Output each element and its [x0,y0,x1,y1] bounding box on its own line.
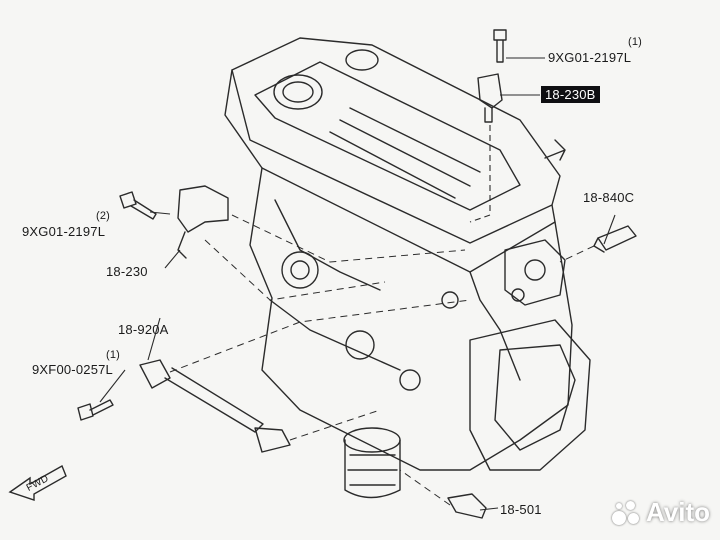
timing-cover [469,319,591,471]
head-cover [231,37,561,244]
oil-sensor-part [447,493,487,519]
bolt-left-part [119,191,157,220]
thermostat-housing [504,239,566,306]
cam-sensor-part [477,73,503,109]
bolt-left-qty: (2) [96,210,111,222]
bolt-top-code[interactable]: 9XG01-2197L [548,50,632,65]
cam-sensor-code[interactable]: 18-230B [541,86,600,103]
temp-sensor-part [593,225,637,253]
bolt-left-code[interactable]: 9XG01-2197L [22,224,106,239]
bolt-knock-part [77,399,114,421]
oil-sensor-code[interactable]: 18-501 [500,502,542,517]
crank-sensor-part [177,185,229,233]
oil-filler-cap [273,74,323,110]
oil-filter [344,439,401,499]
temp-sensor-code[interactable]: 18-840C [583,190,635,205]
fwd-arrow-icon [8,464,67,501]
knock-sensor-code[interactable]: 18-920A [118,322,169,337]
bolt-top-part [493,29,507,63]
avito-logo-icon [611,500,640,525]
bolt-top-qty: (1) [628,36,643,48]
bolt-knock-code[interactable]: 9XF00-0257L [32,362,113,377]
crank-sensor-code[interactable]: 18-230 [106,264,148,279]
watermark-text: Avito [645,497,710,527]
watermark: Avito [611,497,710,528]
knock-sensor-part [139,359,171,389]
engine-block [249,167,573,471]
bolt-knock-qty: (1) [106,349,121,361]
